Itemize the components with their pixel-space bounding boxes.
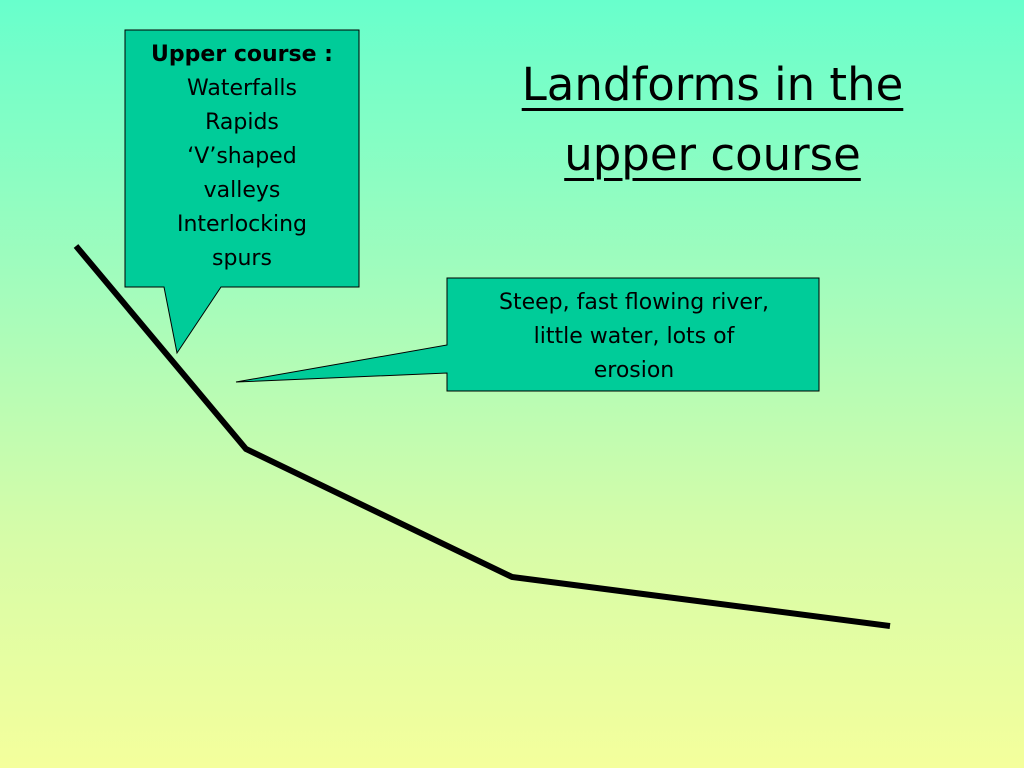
landform-item: Waterfalls xyxy=(187,76,297,101)
upper-course-callout-text: Upper course : Waterfalls Rapids ‘V’shap… xyxy=(126,38,358,276)
river-profile-line xyxy=(73,244,891,629)
landform-item: Rapids xyxy=(205,110,279,135)
upper-course-callout-shape xyxy=(124,29,360,355)
steep-river-line-2: little water, lots of xyxy=(533,324,735,349)
title-line-1: Landforms in the xyxy=(521,58,904,111)
landform-item: ‘V’shaped xyxy=(187,144,297,169)
steep-river-line-1: Steep, fast flowing river, xyxy=(499,290,769,315)
upper-course-heading: Upper course : xyxy=(151,42,333,67)
steep-river-callout-shape xyxy=(235,277,820,392)
landform-item: spurs xyxy=(212,246,272,271)
steep-river-line-3: erosion xyxy=(593,358,675,383)
slide-title: Landforms in the upper course xyxy=(460,50,965,190)
title-line-2: upper course xyxy=(564,128,861,181)
landform-item: Interlocking xyxy=(176,212,308,237)
landform-item: valleys xyxy=(203,178,281,203)
steep-river-callout-text: Steep, fast flowing river, little water,… xyxy=(450,286,818,388)
